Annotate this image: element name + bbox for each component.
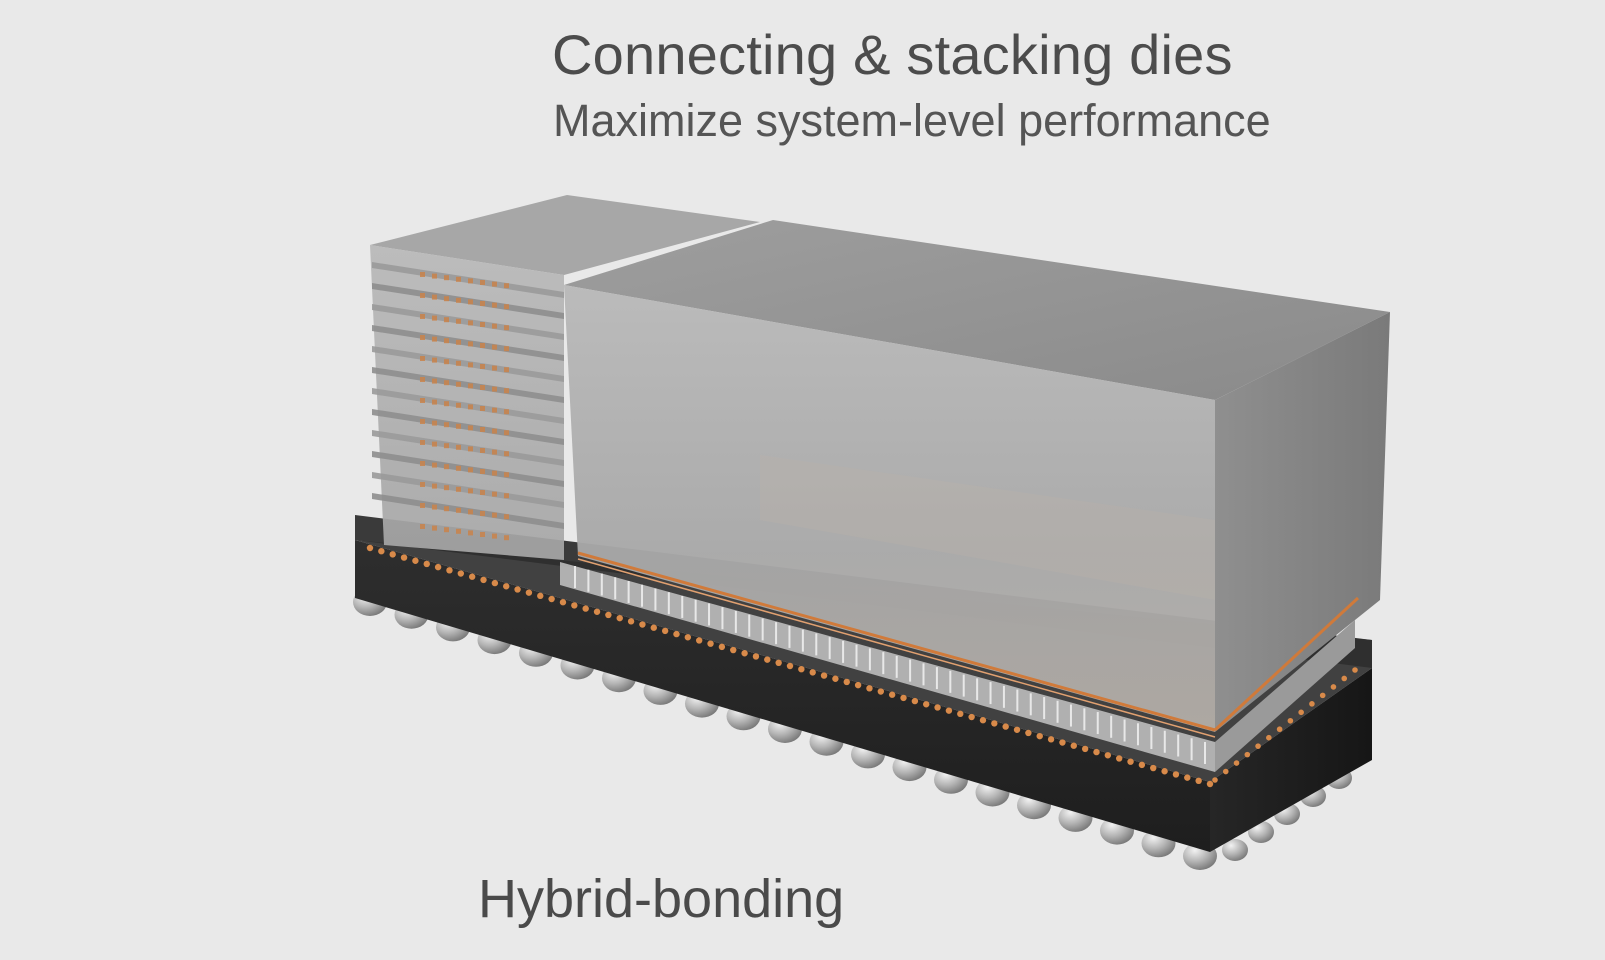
page-title: Connecting & stacking dies — [552, 23, 1233, 86]
hybrid-bond-interface — [577, 551, 1360, 738]
stacked-memory-dies — [370, 195, 760, 560]
micro-bump-row — [366, 544, 1358, 788]
logic-die — [564, 220, 1390, 732]
page-subtitle: Maximize system-level performance — [553, 95, 1271, 146]
hybrid-bonding-label: Hybrid-bonding — [478, 869, 845, 929]
interposer-layer — [560, 562, 1355, 772]
